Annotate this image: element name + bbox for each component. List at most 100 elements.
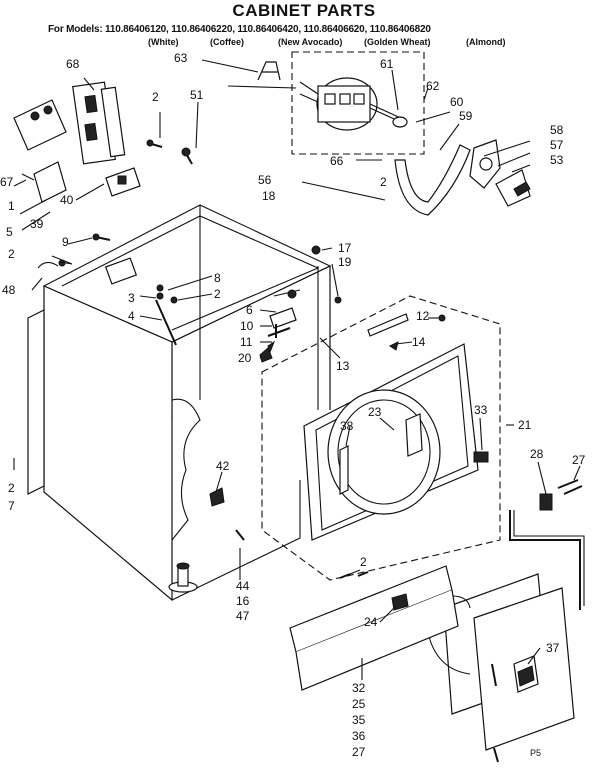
leader-lines: [13, 59, 581, 680]
callout-48: 48: [2, 283, 16, 297]
callout-57: 57: [550, 138, 564, 152]
callout-36: 36: [352, 729, 366, 743]
idler-pulley: [479, 157, 493, 171]
callout-2: 2: [360, 555, 367, 569]
callout-16: 16: [236, 594, 250, 608]
callout-17: 17: [338, 241, 352, 255]
callout-68: 68: [66, 57, 80, 71]
hinge: [267, 324, 291, 338]
leveling-leg: [168, 562, 198, 593]
color-name-new-avocado: (New Avocado): [278, 37, 343, 47]
wire-harness: [37, 261, 59, 269]
door-switch: [33, 161, 67, 203]
callout-35: 35: [352, 713, 366, 727]
timer-mount-group: [13, 81, 141, 203]
mounting-plate: [13, 99, 67, 151]
callout-14: 14: [412, 335, 426, 349]
callout-40: 40: [60, 193, 74, 207]
callout-58: 58: [550, 123, 564, 137]
callout-18: 18: [262, 189, 276, 203]
page-code: P5: [530, 748, 541, 758]
callout-2: 2: [8, 247, 15, 261]
motor-pulley: [392, 116, 408, 128]
nut: [156, 284, 164, 292]
callout-39: 39: [30, 217, 44, 231]
hinge-bracket: [269, 307, 297, 329]
screw: [170, 296, 178, 304]
hinge-screws: [557, 479, 583, 495]
callout-5: 5: [6, 225, 13, 239]
callout-11: 11: [240, 335, 253, 349]
callout-51: 51: [190, 88, 204, 102]
door-seal: [339, 445, 349, 495]
callout-37: 37: [546, 641, 560, 655]
callout-61: 61: [380, 57, 394, 71]
callout-25: 25: [352, 697, 366, 711]
motor-assembly-box: [291, 51, 425, 155]
models-line: For Models: 110.86406120, 110.86406220, …: [48, 24, 431, 35]
callout-47: 47: [236, 609, 250, 623]
callout-6: 6: [246, 303, 253, 317]
cabinet-cutout: [171, 398, 201, 541]
clip-19: [334, 296, 342, 304]
color-name-coffee: (Coffee): [210, 37, 244, 47]
drive-belt: [394, 144, 471, 216]
screw-17: [311, 245, 321, 255]
callout-32: 32: [352, 681, 366, 695]
screw: [287, 289, 297, 299]
color-name-almond: (Almond): [466, 37, 506, 47]
callout-8: 8: [214, 271, 221, 285]
color-name-white: (White): [148, 37, 179, 47]
switch-cover: [100, 86, 126, 158]
callout-33: 33: [474, 403, 488, 417]
callout-13: 13: [336, 359, 350, 373]
callout-60: 60: [450, 95, 464, 109]
support-rod: [155, 299, 177, 346]
callout-28: 28: [530, 447, 544, 461]
callout-19: 19: [338, 255, 352, 269]
callout-27: 27: [572, 453, 586, 467]
latch: [267, 340, 276, 354]
callout-10: 10: [240, 319, 254, 333]
strike: [209, 487, 225, 507]
callout-38: 38: [340, 419, 354, 433]
callout-56: 56: [258, 173, 272, 187]
callout-63: 63: [174, 51, 188, 65]
door-stop: [473, 451, 489, 463]
washer: [156, 292, 164, 300]
callout-7: 7: [8, 499, 15, 513]
diagram-title: CABINET PARTS: [232, 1, 376, 20]
callout-2: 2: [152, 90, 159, 104]
callout-1: 1: [8, 199, 15, 213]
callout-12: 12: [416, 309, 430, 323]
cabinet-side-panel: [43, 285, 173, 602]
idler-arm: [495, 169, 531, 207]
color-name-golden-wheat: (Golden Wheat): [364, 37, 431, 47]
callout-20: 20: [238, 351, 252, 365]
callout-2: 2: [380, 175, 387, 189]
callout-2: 2: [214, 287, 221, 301]
callout-2: 2: [8, 481, 15, 495]
callout-42: 42: [216, 459, 230, 473]
callout-66: 66: [330, 154, 344, 168]
callout-9: 9: [62, 235, 69, 249]
callout-24: 24: [364, 615, 378, 629]
callout-27: 27: [352, 745, 366, 759]
callout-67: 67: [0, 175, 14, 189]
idler-spring: [513, 181, 531, 197]
clip-20: [259, 347, 273, 363]
top-rail: [367, 313, 409, 337]
callout-53: 53: [550, 153, 564, 167]
callout-59: 59: [459, 109, 473, 123]
callout-21: 21: [518, 418, 532, 432]
callout-labels: 68 2 51 63 61 62 60 59 58 57 53 66 2 67 …: [0, 51, 586, 759]
front-panel-outline: [261, 295, 501, 581]
motor-assembly: [291, 51, 425, 155]
callout-4: 4: [128, 309, 135, 323]
callout-23: 23: [368, 405, 382, 419]
cabinet-rear-panel: [27, 309, 45, 495]
callout-44: 44: [236, 579, 250, 593]
callout-62: 62: [426, 79, 440, 93]
motor-mount-bracket: [257, 61, 281, 81]
